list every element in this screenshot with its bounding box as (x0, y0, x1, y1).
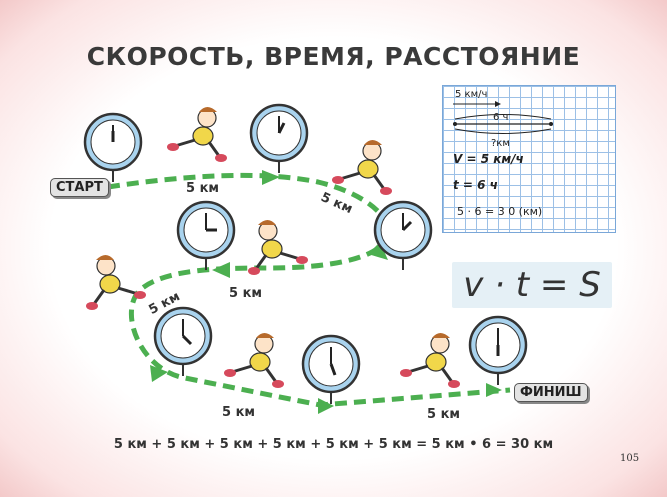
page-title: СКОРОСТЬ, ВРЕМЯ, РАССТОЯНИЕ (86, 42, 581, 71)
speed-arrow-label: 5 км/ч (455, 89, 488, 100)
segment-diagram (453, 101, 553, 134)
clock-icon (373, 200, 433, 270)
formula-box: v · t = S (452, 262, 612, 308)
runner-icon (224, 333, 284, 388)
runner-icon (248, 220, 308, 275)
start-label: СТАРТ (50, 178, 109, 197)
clock-icon (301, 334, 361, 404)
calc-line: 5 · 6 = 3 0 (км) (457, 205, 543, 218)
time-line: t = 6 ч (453, 178, 498, 192)
clock-icon (153, 306, 213, 376)
clock-icon (83, 112, 143, 182)
distance-question: ?км (491, 138, 510, 149)
route-arrow-1 (262, 170, 280, 185)
segment-distance-label: 5 км (229, 286, 263, 301)
route-arrow-4 (150, 365, 168, 382)
route-arrow-2 (368, 242, 388, 260)
runner-icon (332, 140, 392, 195)
speed-line: V = 5 км/ч (453, 152, 524, 166)
segment-distance-label: 5 км (186, 181, 220, 196)
route-arrow-3 (212, 262, 230, 278)
clock-icon (176, 200, 236, 270)
page-number: 105 (620, 453, 640, 464)
segment-distance-label: 5 км (427, 407, 461, 422)
route-arrow-6 (486, 383, 502, 397)
clock-icon (468, 315, 528, 385)
finish-label: ФИНИШ (514, 383, 588, 402)
runner-icon (167, 107, 227, 162)
runner-icon (400, 333, 460, 388)
segment-distance-label: 5 км (222, 405, 256, 420)
summary-equation: 5 км + 5 км + 5 км + 5 км + 5 км + 5 км … (113, 437, 554, 452)
clock-icon (249, 103, 309, 173)
notebook-grid: 5 км/ч 6 ч ?км V = 5 км/ч t = 6 ч 5 · 6 … (442, 85, 616, 233)
runner-icon (86, 255, 146, 310)
route-arrow-5 (318, 398, 334, 414)
time-label: 6 ч (493, 112, 509, 123)
